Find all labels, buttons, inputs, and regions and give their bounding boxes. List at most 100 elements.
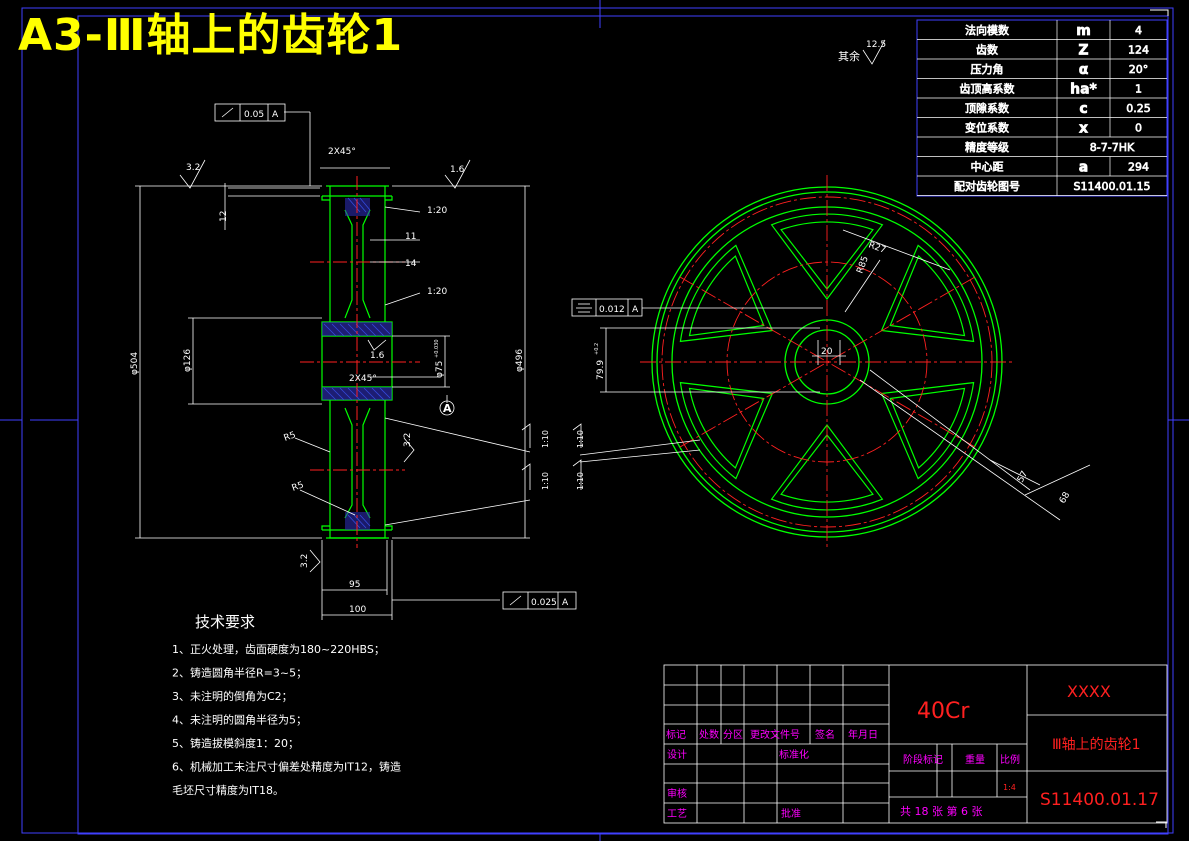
runout1-val: 0.05	[244, 110, 264, 120]
r3: 1.6	[370, 351, 385, 361]
spoke-opening-inner	[889, 387, 966, 469]
lbl-gongyi: 工艺	[667, 808, 687, 820]
r5b: R5	[291, 480, 306, 493]
d57: 57	[1016, 470, 1030, 485]
tech-req-item: 4、未注明的圆角半径为5；	[172, 713, 307, 727]
r5: 3.2	[300, 554, 310, 568]
material: 40Cr	[917, 699, 970, 724]
param-value: 0.25	[1126, 102, 1151, 115]
lbl-biaozhun: 标准化	[779, 748, 809, 761]
tech-req-item: 2、铸造圆角半径R=3~5；	[172, 666, 307, 680]
param-name: 中心距	[971, 161, 1004, 174]
runout2-datum: A	[562, 598, 569, 608]
param-name: 变位系数	[965, 121, 1009, 135]
d14: 14	[405, 259, 417, 269]
sym-val: 0.012	[599, 305, 625, 315]
tech-req-item: 毛坯尺寸精度为IT18。	[172, 783, 284, 797]
spoke-opening	[880, 381, 975, 480]
param-name: 精度等级	[965, 140, 1009, 154]
spoke-opening	[679, 244, 774, 343]
runout2-val: 0.025	[531, 598, 557, 608]
page-title: A3-Ⅲ轴上的齿轮1	[18, 10, 404, 61]
s110a: 1:10	[541, 430, 550, 448]
param-symbol: c	[1079, 101, 1087, 117]
param-value: 0	[1135, 122, 1142, 135]
param-name: 齿数	[976, 44, 998, 57]
tech-req-item: 5、铸造拔模斜度1：20；	[172, 736, 299, 750]
param-value: 294	[1128, 161, 1149, 174]
chamfer-hub: 2X45°	[349, 374, 377, 384]
lbl-shenhe: 审核	[667, 787, 687, 800]
param-value: 20°	[1129, 63, 1149, 76]
bore-tol: +0.030	[434, 339, 440, 358]
drawing-no: S11400.01.17	[1040, 790, 1159, 810]
param-value: 4	[1135, 24, 1142, 37]
sym-datum: A	[632, 305, 639, 315]
slope1: 1:20	[427, 206, 447, 216]
dia-hub: φ126	[183, 349, 193, 372]
sheets: 共 18 张 第 6 张	[900, 804, 982, 818]
roughness-other-label: 其余	[838, 49, 860, 63]
r27: R27	[867, 240, 887, 255]
section-view	[135, 39, 886, 620]
param-value: S11400.01.15	[1074, 180, 1151, 193]
s110b: 1:10	[541, 472, 550, 490]
param-symbol: Z	[1078, 43, 1088, 59]
r1: 3.2	[186, 163, 200, 173]
title-block-lines	[663, 664, 1168, 824]
param-value: 1	[1135, 83, 1142, 96]
lbl-bili: 比例	[1000, 753, 1020, 766]
param-name: 法向模数	[965, 23, 1009, 37]
lbl-jieduan: 阶段标记	[903, 753, 943, 766]
dia-bore: φ75	[435, 361, 445, 378]
param-name: 配对齿轮图号	[954, 179, 1020, 193]
datum-a-label: A	[443, 402, 452, 415]
runout1-datum: A	[272, 110, 279, 120]
tech-req-item: 1、正火处理，齿面硬度为180~220HBS；	[172, 642, 385, 656]
kh: 79.9	[596, 360, 606, 380]
tech-req-title: 技术要求	[195, 613, 255, 631]
lbl-sheji: 设计	[667, 748, 687, 761]
inner-frame	[77, 15, 1169, 835]
s110d: 1:10	[576, 472, 585, 490]
param-name: 顶隙系数	[965, 101, 1009, 115]
lbl-zhongliang: 重量	[965, 753, 985, 766]
param-table	[916, 19, 1168, 197]
company: XXXX	[1067, 682, 1111, 701]
d12: 12	[219, 211, 229, 222]
lbl-genggai: 更改文件号	[750, 728, 800, 741]
lbl-chushu: 处数	[699, 728, 719, 741]
w95: 95	[349, 580, 360, 590]
param-symbol: x	[1079, 121, 1088, 137]
spoke-opening	[880, 244, 975, 343]
param-name: 压力角	[971, 63, 1004, 76]
lbl-qianming: 签名	[815, 728, 835, 741]
lbl-fenqu: 分区	[723, 729, 743, 741]
lbl-pizhun: 批准	[781, 807, 801, 820]
kh-tol: +0.2	[594, 343, 600, 355]
w100: 100	[349, 605, 366, 615]
param-value: 124	[1128, 44, 1149, 57]
d11: 11	[405, 232, 416, 242]
front-view	[571, 175, 1091, 550]
spoke-opening	[679, 381, 774, 480]
param-symbol: α	[1079, 62, 1089, 78]
kw: 20	[821, 347, 833, 357]
dia-root: φ496	[515, 349, 525, 372]
r4: 3.2	[403, 433, 413, 447]
r2: 1.6	[450, 165, 465, 175]
dia-outer: φ504	[130, 352, 140, 375]
d68: 68	[1058, 490, 1073, 505]
param-symbol: a	[1079, 160, 1088, 176]
chamfer-top: 2X45°	[328, 147, 356, 157]
param-symbol: ha*	[1070, 82, 1097, 98]
spoke-opening-inner	[688, 255, 765, 337]
spoke-opening-inner	[688, 387, 765, 469]
part-name: Ⅲ轴上的齿轮1	[1052, 737, 1141, 753]
tech-req-item: 6、机械加工未注尺寸偏差处精度为IT12，铸造	[172, 760, 401, 774]
r5a: R5	[283, 430, 298, 443]
lbl-nianyueri: 年月日	[848, 728, 878, 741]
tech-req-item: 3、未注明的倒角为C2；	[172, 689, 293, 703]
